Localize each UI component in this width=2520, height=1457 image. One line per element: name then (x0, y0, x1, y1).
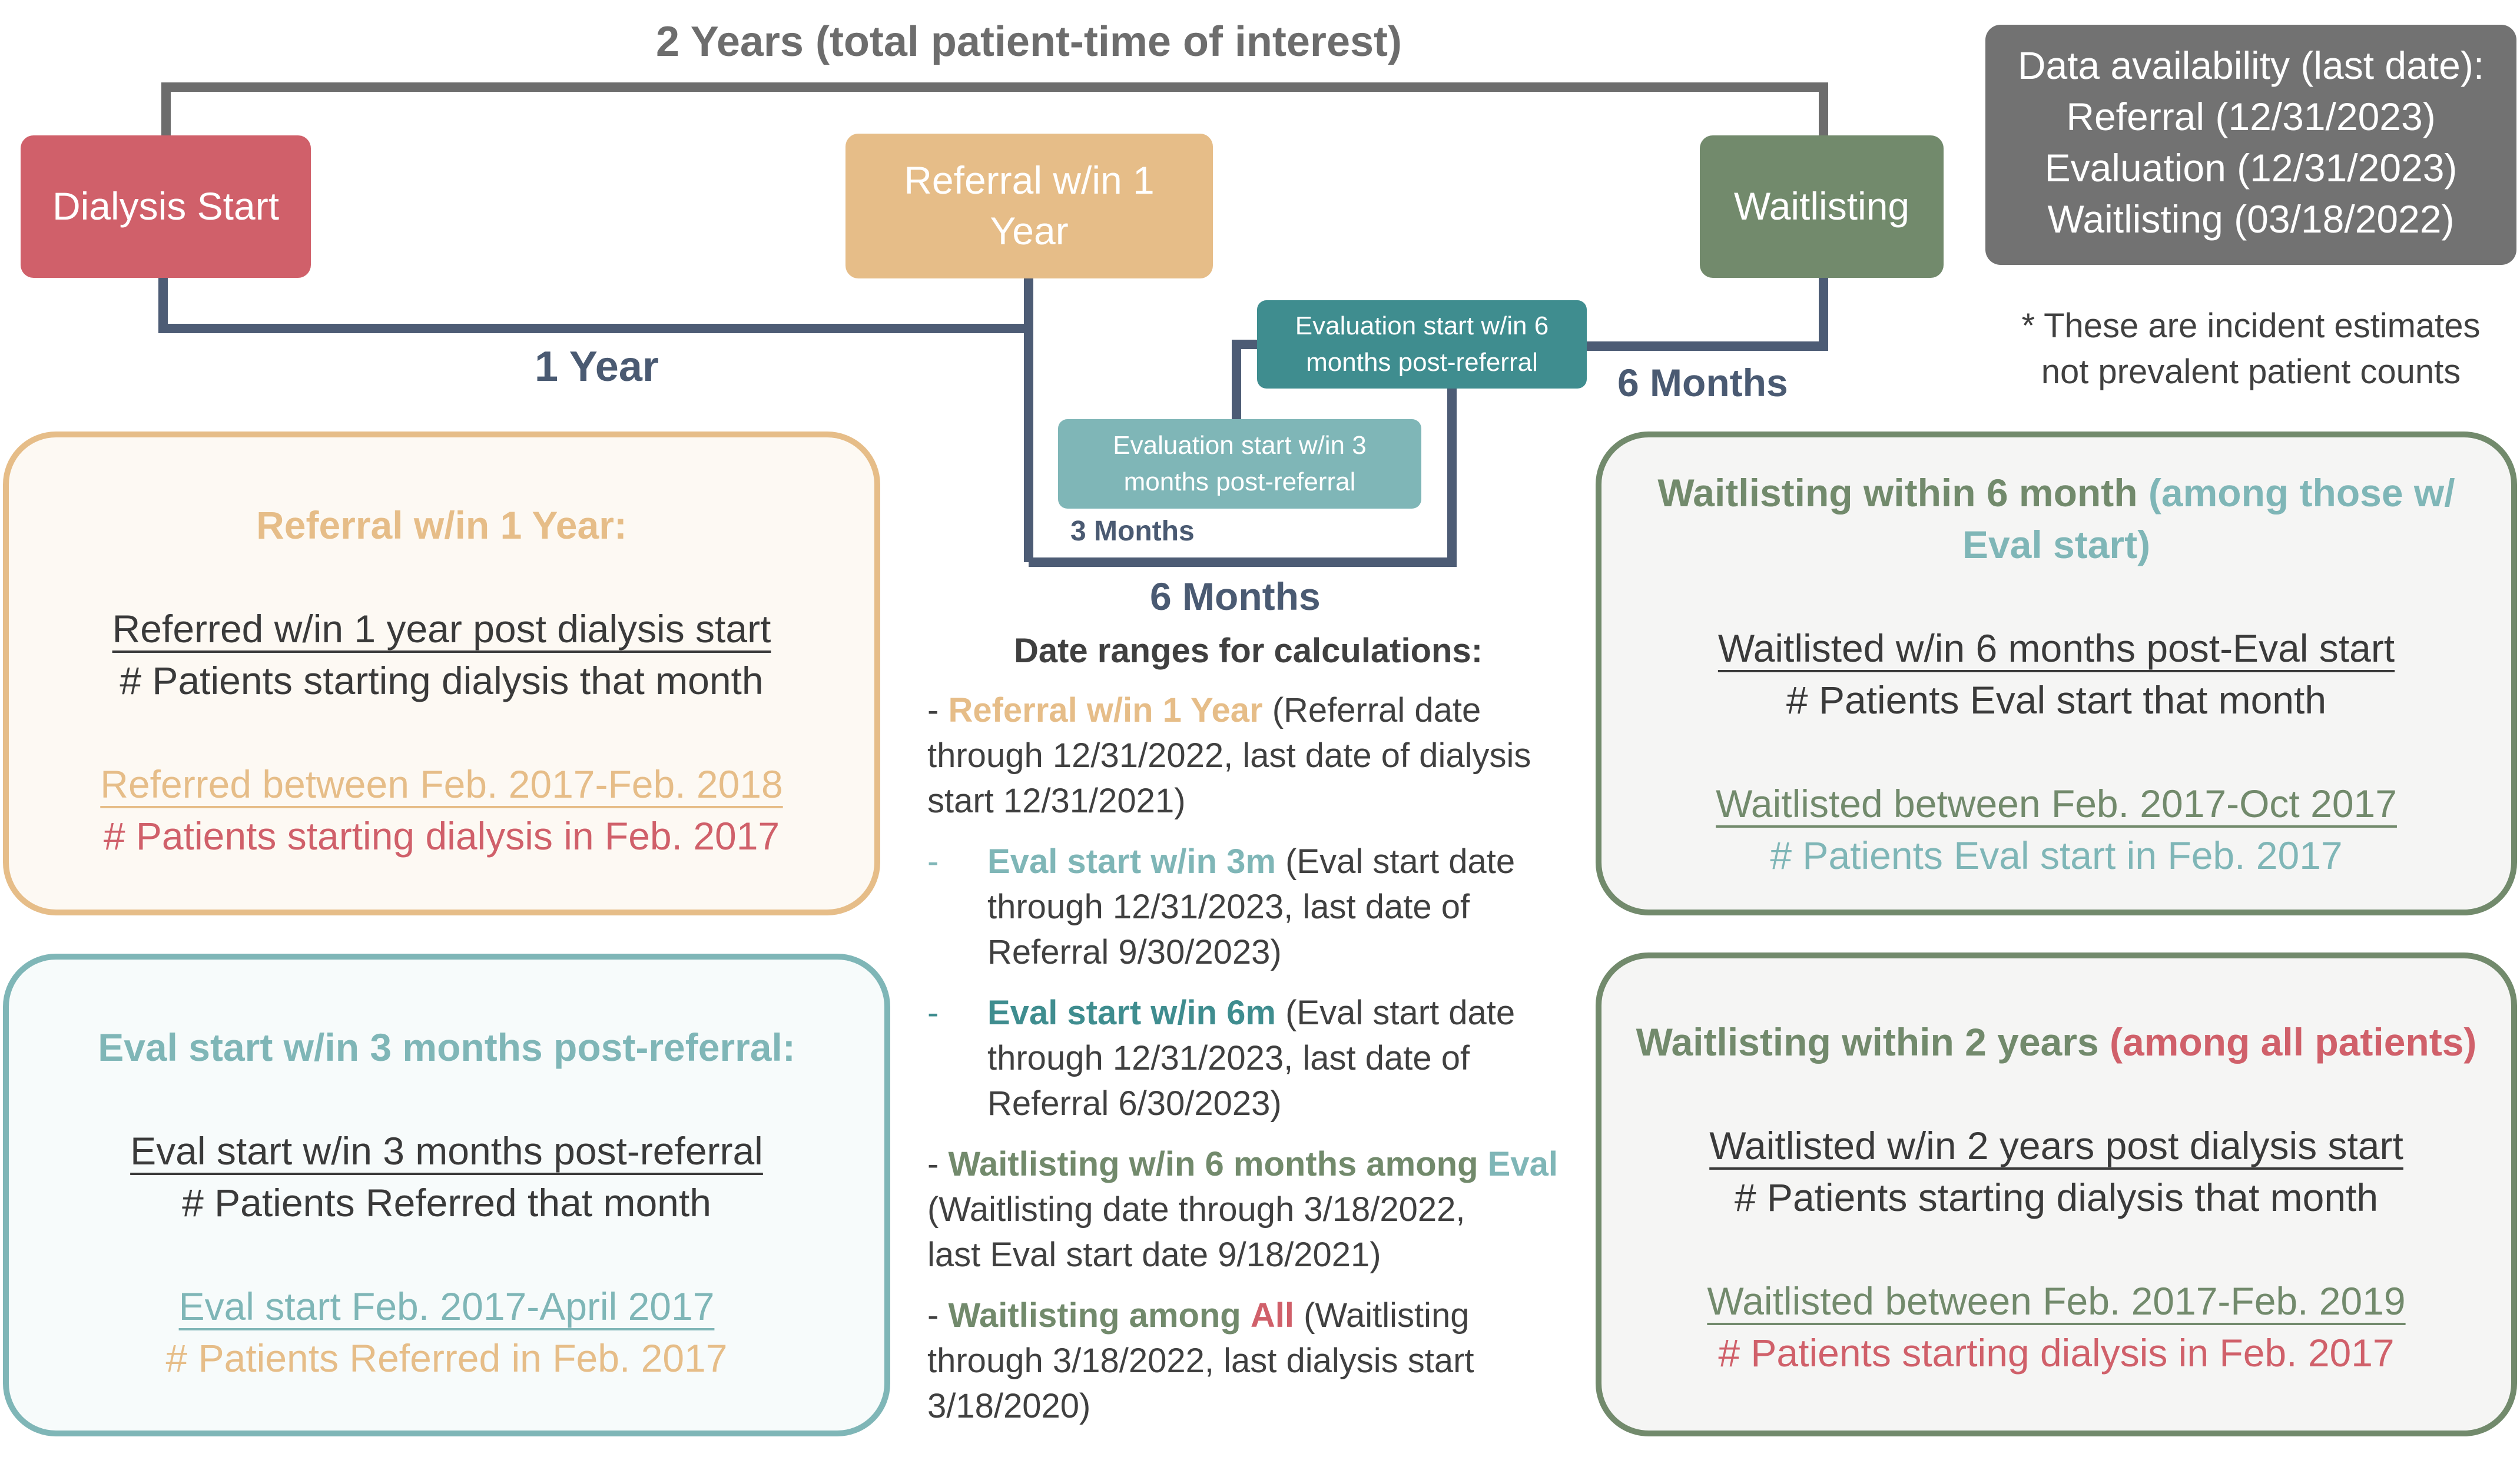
waitlist-6-example-numerator: Waitlisted between Feb. 2017-Oct 2017 (1716, 782, 2397, 825)
waitlist-2-numerator: Waitlisted w/in 2 years post dialysis st… (1709, 1124, 2403, 1167)
waitlist-6-month-panel: Waitlisting within 6 month (among those … (1596, 432, 2517, 915)
availability-waitlisting: Waitlisting (03/18/2022) (2047, 197, 2455, 241)
waitlist-2-title-part2: (among all patients) (2110, 1020, 2477, 1064)
waitlist-2-year-panel: Waitlisting within 2 years (among all pa… (1596, 952, 2517, 1436)
eval-numerator: Eval start w/in 3 months post-referral (130, 1129, 763, 1173)
dialysis-start-label: Dialysis Start (52, 184, 280, 228)
date-range-eval3: - Eval start w/in 3m (Eval start date th… (927, 839, 1569, 975)
waitlist-2-title-part1: Waitlisting within 2 years (1636, 1020, 2099, 1064)
date-range-referral: - Referral w/in 1 Year (Referral date th… (927, 688, 1569, 824)
date-range-waitlist-all-text3: 3/18/2020) (927, 1387, 1091, 1425)
eval-denominator: # Patients Referred that month (182, 1181, 711, 1224)
three-months-label: 3 Months (1070, 516, 1195, 547)
one-year-connector (158, 277, 1029, 333)
waitlist-6-numerator: Waitlisted w/in 6 months post-Eval start (1717, 626, 2395, 670)
date-range-waitlist-all-text1: (Waitlisting (1304, 1296, 1470, 1335)
referral-panel-title: Referral w/in 1 Year: (256, 503, 627, 547)
eval-6-label-line2: months post-referral (1306, 348, 1538, 377)
date-range-waitlist-eval: - Waitlisting w/in 6 months among Eval (… (927, 1141, 1569, 1277)
date-range-waitlist-all-label: Waitlisting among (948, 1296, 1241, 1335)
waitlisting-label: Waitlisting (1733, 184, 1910, 228)
waitlist-2-title: Waitlisting within 2 years (among all pa… (1601, 1016, 2511, 1068)
date-range-waitlist-eval-label: Waitlisting w/in 6 months among (948, 1145, 1478, 1183)
date-range-waitlist-all: - Waitlisting among All (Waitlisting thr… (927, 1293, 1569, 1429)
dialysis-start-node: Dialysis Start (21, 135, 311, 278)
six-month-outer-connector (1029, 386, 1457, 567)
eval-6-month-node: Evaluation start w/in 6 months post-refe… (1257, 300, 1587, 389)
eval-to-waitlist-connector (1585, 277, 1828, 351)
date-range-referral-text2: through 12/31/2022, last date of dialysi… (927, 736, 1531, 775)
total-time-label: 2 Years (total patient-time of interest) (656, 18, 1402, 65)
waitlisting-node: Waitlisting (1700, 135, 1944, 278)
date-ranges-heading: Date ranges for calculations: (1013, 632, 1483, 670)
date-range-referral-label: Referral w/in 1 Year (948, 691, 1263, 729)
waitlist-2-denominator: # Patients starting dialysis that month (1734, 1176, 2379, 1219)
referral-example-numerator: Referred between Feb. 2017-Feb. 2018 (100, 762, 783, 806)
date-range-waitlist-all-label-b: All (1250, 1296, 1294, 1335)
six-months-right-label: 6 Months (1617, 361, 1788, 404)
eval-3-month-node: Evaluation start w/in 3 months post-refe… (1058, 419, 1421, 509)
date-ranges-list: - Referral w/in 1 Year (Referral date th… (927, 688, 1569, 1444)
note-line1: * These are incident estimates (2021, 307, 2481, 345)
one-year-label: 1 Year (535, 343, 659, 390)
date-range-waitlist-eval-label-b: Eval (1487, 1145, 1558, 1183)
date-range-eval3-text2: through 12/31/2023, last date of (987, 888, 1470, 926)
date-range-eval6-text3: Referral 6/30/2023) (987, 1084, 1282, 1123)
dash-2: - (927, 842, 939, 881)
waitlist-6-title-part1: Waitlisting within 6 month (1657, 471, 2138, 515)
note-line2: not prevalent patient counts (2041, 353, 2461, 391)
referral-denominator: # Patients starting dialysis that month (120, 659, 764, 702)
three-month-connector (1232, 340, 1260, 425)
waitlist-6-title-part2: (among those w/ (2148, 471, 2455, 515)
dash-3: - (927, 994, 939, 1032)
referral-node: Referral w/in 1 Year (845, 134, 1213, 278)
waitlist-2-example-numerator: Waitlisted between Feb. 2017-Feb. 2019 (1707, 1279, 2406, 1323)
eval-3-label-line1: Evaluation start w/in 3 (1113, 431, 1367, 460)
eval-6-label-line1: Evaluation start w/in 6 (1295, 311, 1549, 341)
eval-example-numerator: Eval start Feb. 2017-April 2017 (178, 1285, 715, 1328)
referral-panel: Referral w/in 1 Year: Referred w/in 1 ye… (3, 432, 880, 915)
date-range-eval3-text3: Referral 9/30/2023) (987, 933, 1282, 971)
waitlist-6-title-line1: Waitlisting within 6 month (among those … (1601, 467, 2511, 519)
waitlist-6-title-part3: Eval start) (1962, 523, 2151, 566)
referral-label-line1: Referral w/in 1 (904, 158, 1155, 203)
date-range-waitlist-eval-text3: last Eval start date 9/18/2021) (927, 1236, 1381, 1274)
referral-label-line2: Year (990, 209, 1069, 253)
data-availability-box: Data availability (last date): Referral … (1985, 25, 2516, 265)
eval-panel-title: Eval start w/in 3 months post-referral: (98, 1025, 795, 1069)
date-range-referral-text3: start 12/31/2021) (927, 782, 1186, 820)
date-range-eval6: - Eval start w/in 6m (Eval start date th… (927, 990, 1569, 1126)
dash-1: - (927, 691, 939, 729)
date-range-eval6-label: Eval start w/in 6m (987, 994, 1276, 1032)
date-range-referral-text1: (Referral date (1272, 691, 1481, 729)
eval-3-label-line2: months post-referral (1123, 467, 1356, 496)
availability-evaluation: Evaluation (12/31/2023) (2044, 146, 2458, 190)
dash-4: - (927, 1145, 939, 1183)
date-range-eval3-label: Eval start w/in 3m (987, 842, 1276, 881)
availability-title: Data availability (last date): (2017, 44, 2485, 87)
availability-referral: Referral (12/31/2023) (2066, 95, 2436, 138)
date-range-eval6-text2: through 12/31/2023, last date of (987, 1039, 1470, 1077)
referral-numerator: Referred w/in 1 year post dialysis start (112, 607, 771, 650)
six-months-bottom-label: 6 Months (1150, 575, 1321, 618)
referral-example-denominator: # Patients starting dialysis in Feb. 201… (103, 814, 780, 858)
eval-panel: Eval start w/in 3 months post-referral: … (3, 954, 890, 1436)
two-year-connector (161, 82, 1828, 137)
eval-example-denominator: # Patients Referred in Feb. 2017 (165, 1336, 728, 1380)
date-range-waitlist-all-text2: through 3/18/2022, last dialysis start (927, 1342, 1474, 1380)
incident-note: * These are incident estimates not preva… (1985, 303, 2516, 395)
date-range-eval3-text1: (Eval start date (1285, 842, 1516, 881)
dash-5: - (927, 1296, 939, 1335)
waitlist-6-denominator: # Patients Eval start that month (1786, 678, 2327, 722)
waitlist-6-example-denominator: # Patients Eval start in Feb. 2017 (1770, 834, 2343, 877)
date-range-waitlist-eval-text2: (Waitlisting date through 3/18/2022, (927, 1190, 1465, 1229)
date-range-eval6-text1: (Eval start date (1285, 994, 1516, 1032)
waitlist-2-example-denominator: # Patients starting dialysis in Feb. 201… (1718, 1331, 2395, 1375)
